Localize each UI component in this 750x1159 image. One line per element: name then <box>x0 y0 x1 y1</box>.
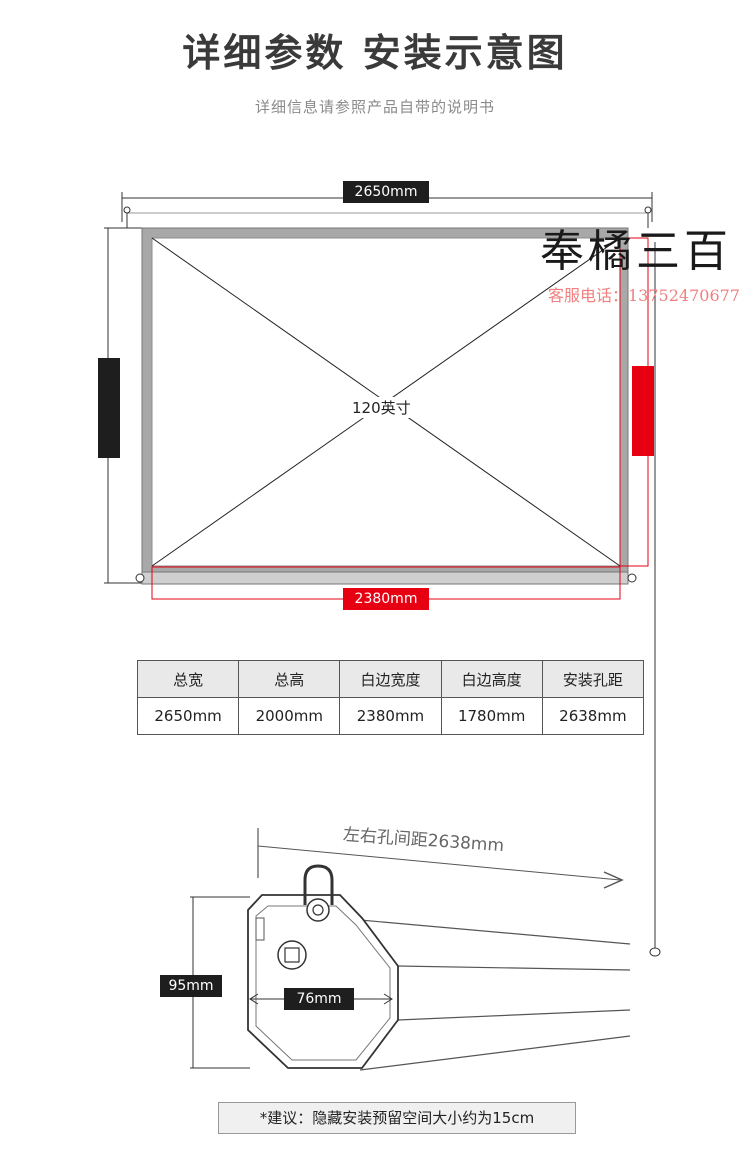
page-subtitle: 详细信息请参照产品自带的说明书 <box>254 98 495 116</box>
white-height-label: 1780mm <box>574 366 654 486</box>
spec-header-cell: 总高 <box>238 660 341 698</box>
total-width-label: 2650mm <box>343 181 429 203</box>
spec-value-cell: 2638mm <box>541 697 645 735</box>
spec-table: 总宽 总高 白边宽度 白边高度 安装孔距 2650mm 2000mm 2380m… <box>136 660 645 735</box>
hook-right <box>644 206 652 214</box>
cord-weight <box>649 947 661 957</box>
spec-table-header: 总宽 总高 白边宽度 白边高度 安装孔距 <box>136 660 645 698</box>
housing-width-label: 76mm <box>284 988 354 1010</box>
white-width-label: 2380mm <box>343 588 429 610</box>
total-height-label: 2000mm <box>40 358 120 478</box>
spec-header-cell: 安装孔距 <box>541 660 645 698</box>
hole-spacing-arrow <box>257 845 621 881</box>
brand-watermark: 奉橘三百 <box>540 226 732 277</box>
end-cap <box>247 894 399 1069</box>
brand-phone: 客服电话：13752470677 <box>548 286 740 305</box>
bar-end-right <box>627 573 637 583</box>
hook-left <box>123 206 131 214</box>
white-height-text: 1780mm <box>574 423 590 487</box>
spec-value-cell: 2380mm <box>339 697 442 735</box>
spec-table-row: 2650mm 2000mm 2380mm 1780mm 2638mm <box>136 697 645 735</box>
spec-header-cell: 白边宽度 <box>339 660 442 698</box>
page-title: 详细参数 安装示意图 <box>182 31 568 75</box>
total-height-text: 2000mm <box>40 415 56 479</box>
hook-loop <box>303 864 334 905</box>
hole-spacing-arrowhead <box>603 871 624 889</box>
housing-height-label: 95mm <box>160 975 222 997</box>
spec-value-cell: 2000mm <box>238 697 341 735</box>
screen-size-label: 120英寸 <box>348 397 415 418</box>
bar-end-left <box>135 573 145 583</box>
bottom-bar <box>141 571 629 585</box>
spec-value-cell: 2650mm <box>136 697 240 735</box>
install-note: *建议：隐藏安装预留空间大小约为15cm <box>218 1102 576 1134</box>
spec-value-cell: 1780mm <box>440 697 543 735</box>
spec-header-cell: 白边高度 <box>440 660 543 698</box>
spec-header-cell: 总宽 <box>136 660 240 698</box>
